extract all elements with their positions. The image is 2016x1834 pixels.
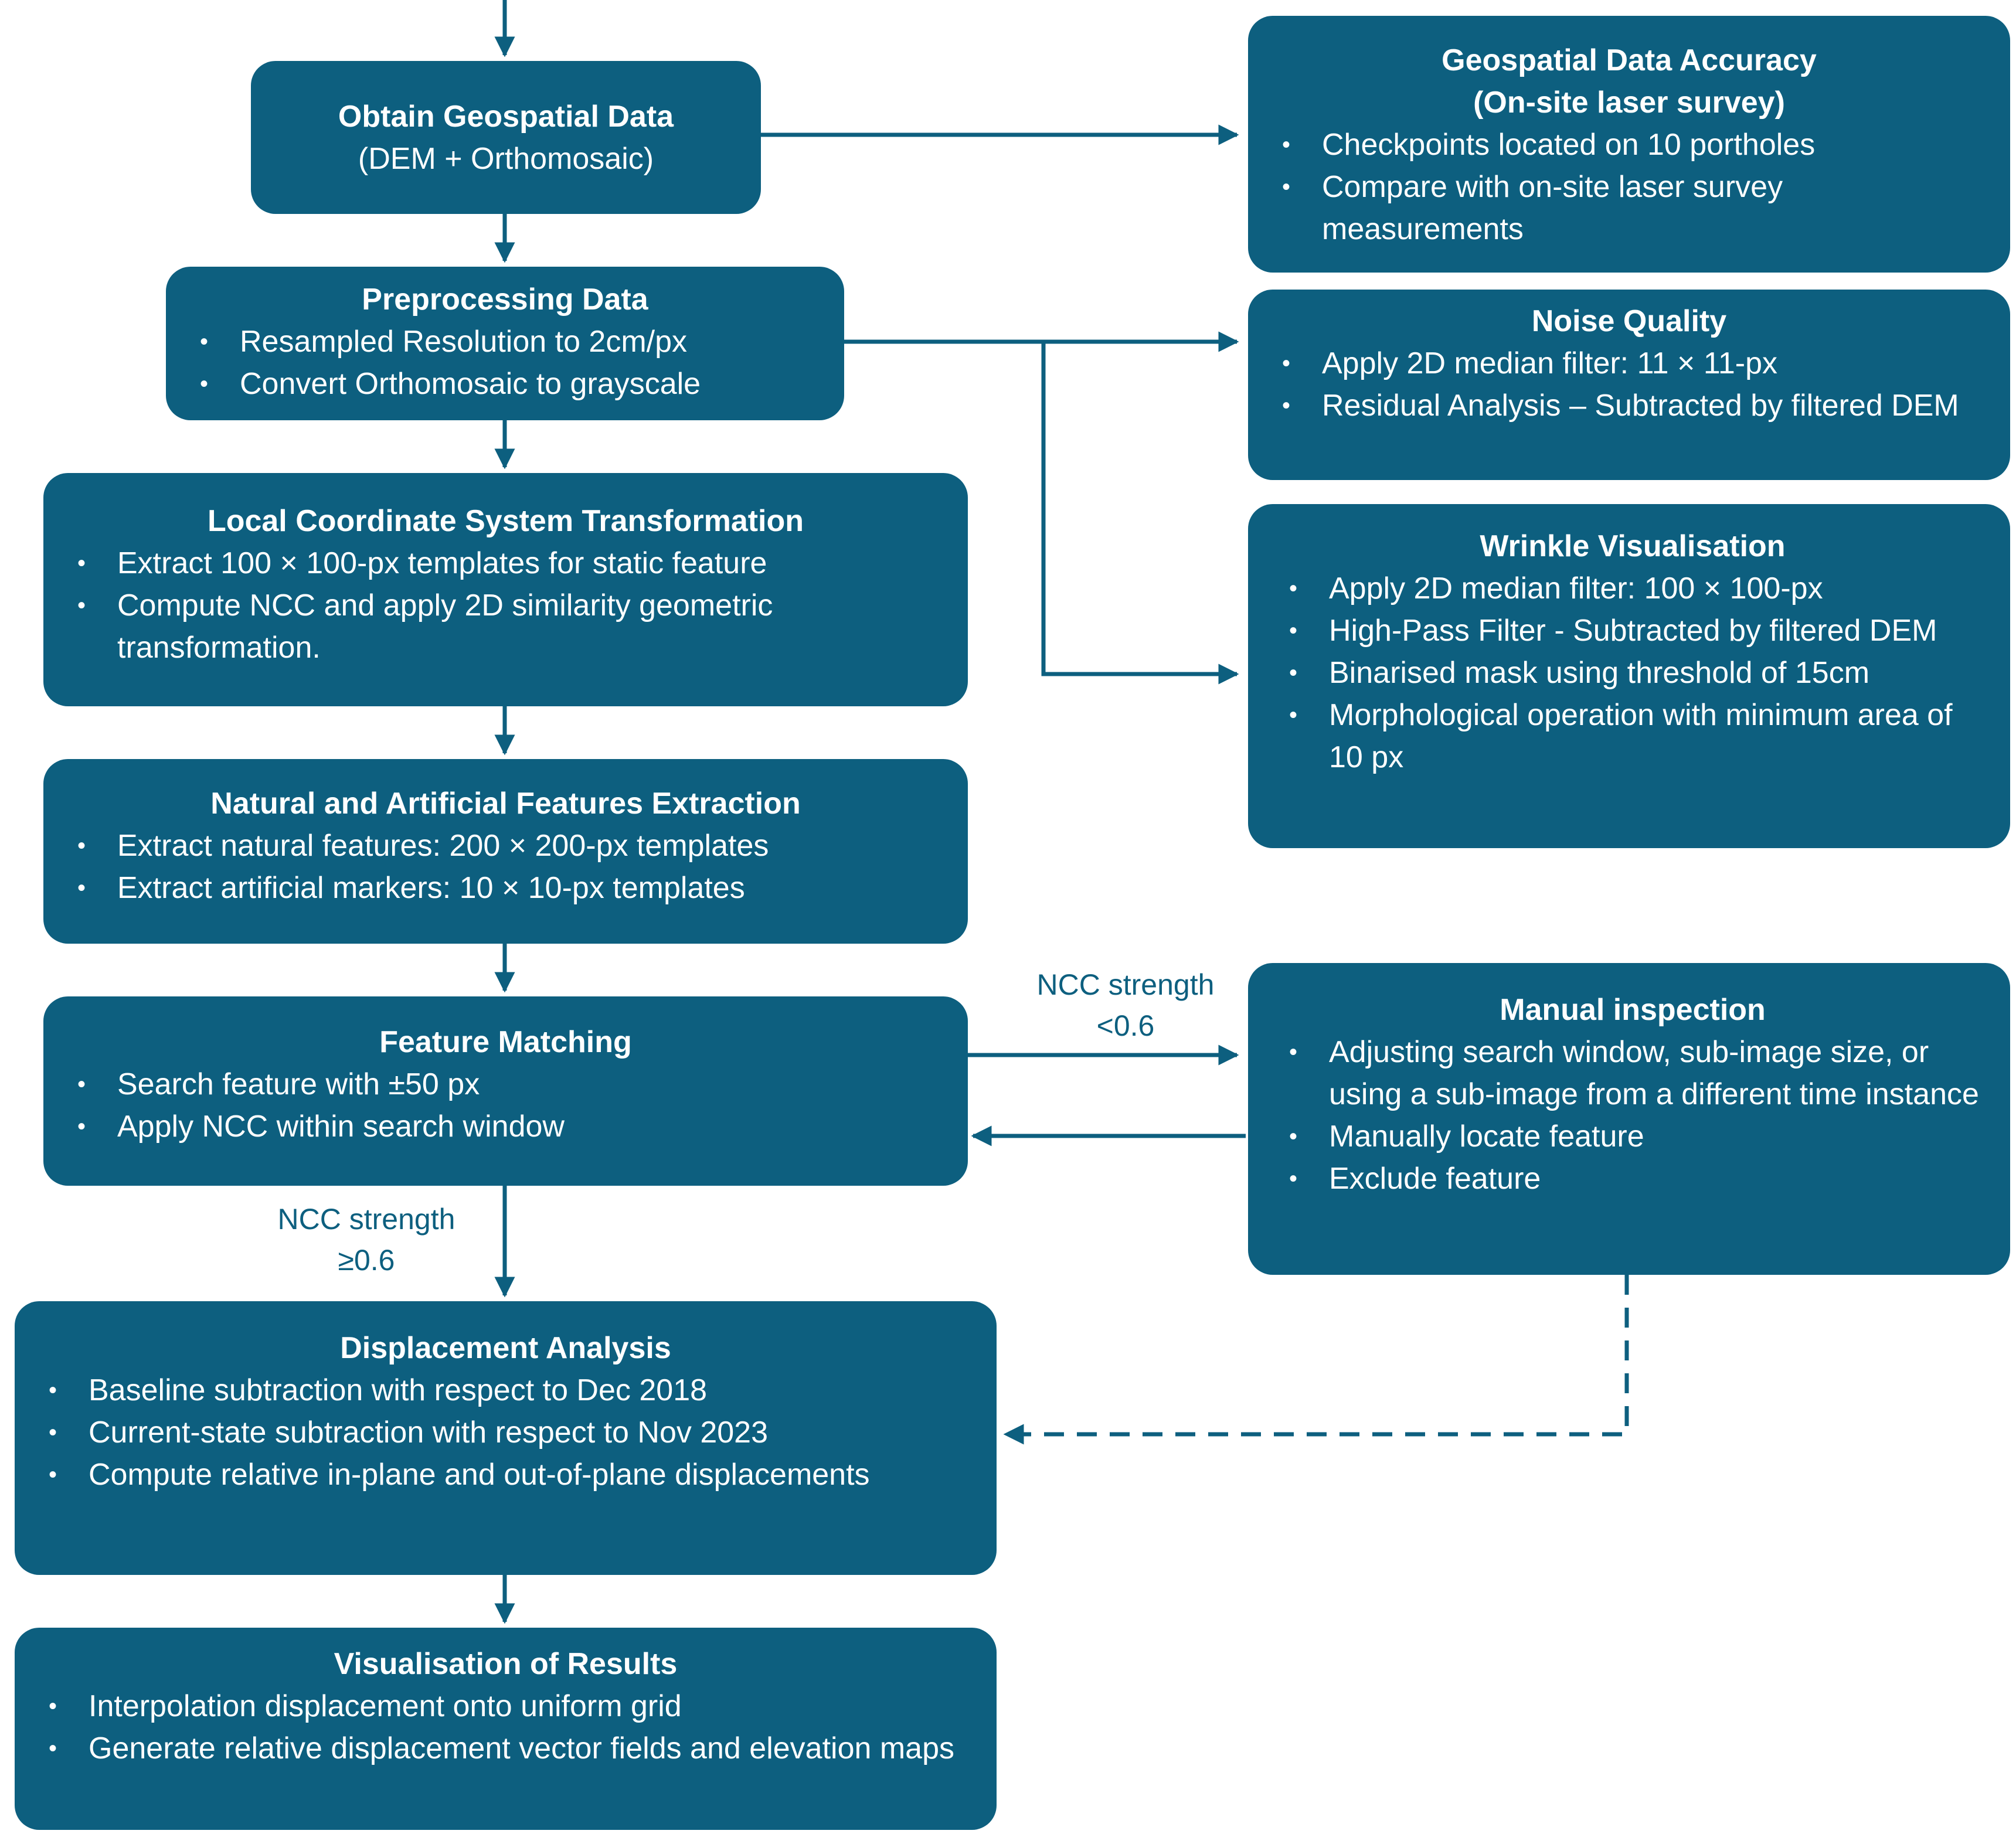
node-wrinkle-visualisation: Wrinkle Visualisation Apply 2D median fi… [1248, 504, 2010, 848]
bullet-item: Binarised mask using threshold of 15cm [1281, 652, 1984, 694]
node-title: Manual inspection [1500, 993, 1766, 1027]
bullet-list: Search feature with ±50 px Apply NCC wit… [69, 1063, 942, 1148]
bullet-item: Apply NCC within search window [69, 1105, 942, 1148]
bullet-item: High-Pass Filter - Subtracted by filtere… [1281, 610, 1984, 652]
bullet-item: Compare with on-site laser survey measur… [1274, 166, 1984, 250]
bullet-item: Apply 2D median filter: 100 × 100-px [1281, 567, 1984, 610]
bullet-item: Resampled Resolution to 2cm/px [192, 321, 818, 363]
node-title: Geospatial Data Accuracy [1442, 43, 1817, 77]
node-title-line2: (On-site laser survey) [1473, 86, 1785, 120]
node-title: Obtain Geospatial Data [338, 99, 674, 134]
bullet-item: Generate relative displacement vector fi… [40, 1727, 971, 1770]
edge-label-line2: <0.6 [1096, 1009, 1155, 1042]
node-noise-quality: Noise Quality Apply 2D median filter: 11… [1248, 290, 2010, 480]
bullet-item: Adjusting search window, sub-image size,… [1281, 1031, 1984, 1115]
node-subtitle: (DEM + Orthomosaic) [358, 141, 654, 176]
bullet-item: Extract artificial markers: 10 × 10-px t… [69, 867, 942, 909]
bullet-item: Extract natural features: 200 × 200-px t… [69, 825, 942, 867]
node-title: Feature Matching [379, 1025, 632, 1059]
bullet-list: Apply 2D median filter: 11 × 11-px Resid… [1274, 342, 1984, 427]
node-geospatial-data-accuracy: Geospatial Data Accuracy (On-site laser … [1248, 16, 2010, 273]
bullet-list: Extract 100 × 100-px templates for stati… [69, 542, 942, 669]
node-manual-inspection: Manual inspection Adjusting search windo… [1248, 963, 2010, 1275]
node-title: Displacement Analysis [340, 1331, 671, 1365]
edge-label-line2: ≥0.6 [338, 1244, 395, 1277]
bullet-item: Compute NCC and apply 2D similarity geom… [69, 584, 942, 669]
bullet-item: Interpolation displacement onto uniform … [40, 1685, 971, 1727]
edge-label-ncc-below-threshold: NCC strength <0.6 [991, 964, 1260, 1046]
bullet-list: Interpolation displacement onto uniform … [40, 1685, 971, 1770]
arrow-manual-to-displacement-dashed [1003, 1275, 1629, 1445]
bullet-item: Morphological operation with minimum are… [1281, 694, 1984, 778]
bullet-item: Extract 100 × 100-px templates for stati… [69, 542, 942, 584]
bullet-list: Apply 2D median filter: 100 × 100-px Hig… [1281, 567, 1984, 778]
node-visualisation-of-results: Visualisation of Results Interpolation d… [15, 1628, 997, 1830]
node-local-coordinate-transformation: Local Coordinate System Transformation E… [43, 473, 968, 706]
arrow-preprocessing-to-wrinkle [1041, 342, 1239, 685]
bullet-item: Manually locate feature [1281, 1115, 1984, 1158]
node-title: Visualisation of Results [334, 1647, 678, 1681]
bullet-item: Residual Analysis – Subtracted by filter… [1274, 385, 1984, 427]
node-preprocessing-data: Preprocessing Data Resampled Resolution … [166, 267, 844, 420]
edge-label-line1: NCC strength [277, 1203, 455, 1236]
node-title: Preprocessing Data [362, 283, 648, 317]
node-title: Natural and Artificial Features Extracti… [210, 787, 801, 821]
bullet-item: Baseline subtraction with respect to Dec… [40, 1369, 971, 1411]
bullet-item: Apply 2D median filter: 11 × 11-px [1274, 342, 1984, 385]
edge-label-line1: NCC strength [1036, 968, 1215, 1001]
node-title: Wrinkle Visualisation [1480, 529, 1786, 563]
bullet-list: Baseline subtraction with respect to Dec… [40, 1369, 971, 1496]
node-obtain-geospatial-data: Obtain Geospatial Data (DEM + Orthomosai… [251, 61, 761, 214]
bullet-item: Convert Orthomosaic to grayscale [192, 363, 818, 405]
bullet-item: Compute relative in-plane and out-of-pla… [40, 1454, 971, 1496]
bullet-list: Adjusting search window, sub-image size,… [1281, 1031, 1984, 1200]
node-features-extraction: Natural and Artificial Features Extracti… [43, 759, 968, 944]
node-displacement-analysis: Displacement Analysis Baseline subtracti… [15, 1301, 997, 1575]
node-title: Noise Quality [1531, 304, 1727, 338]
node-title: Local Coordinate System Transformation [207, 504, 804, 538]
bullet-item: Exclude feature [1281, 1158, 1984, 1200]
bullet-item: Current-state subtraction with respect t… [40, 1411, 971, 1454]
bullet-item: Search feature with ±50 px [69, 1063, 942, 1105]
edge-label-ncc-above-threshold: NCC strength ≥0.6 [232, 1199, 501, 1281]
bullet-list: Checkpoints located on 10 portholes Comp… [1274, 124, 1984, 250]
bullet-list: Extract natural features: 200 × 200-px t… [69, 825, 942, 909]
node-feature-matching: Feature Matching Search feature with ±50… [43, 996, 968, 1186]
bullet-item: Checkpoints located on 10 portholes [1274, 124, 1984, 166]
bullet-list: Resampled Resolution to 2cm/px Convert O… [192, 321, 818, 405]
